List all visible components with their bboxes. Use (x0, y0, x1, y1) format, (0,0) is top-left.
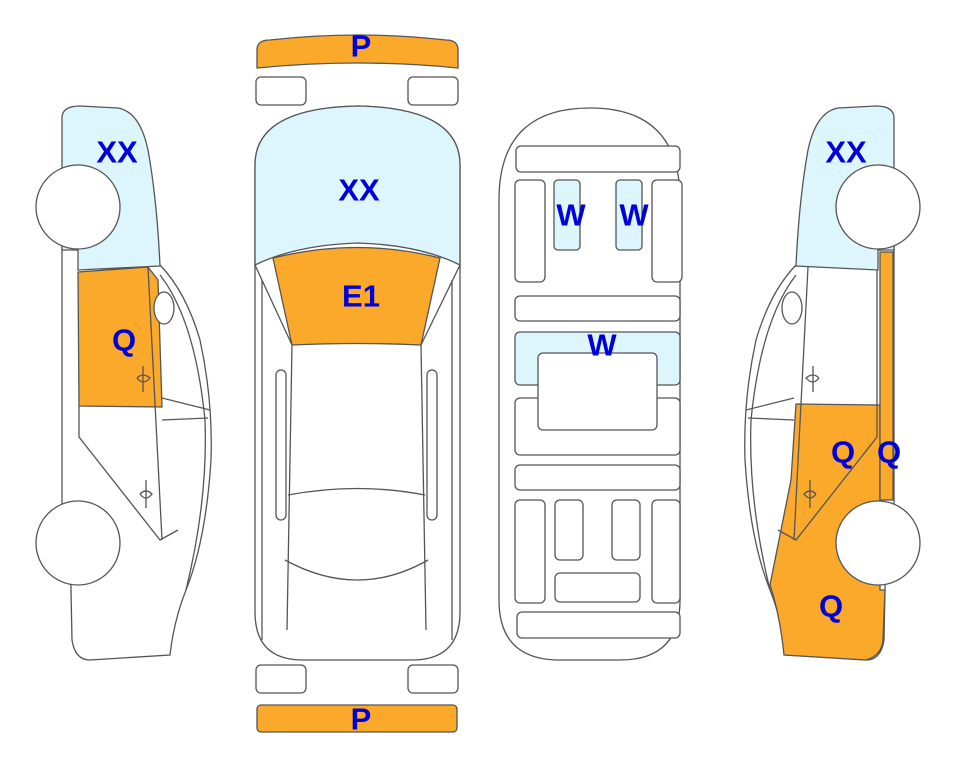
right-pillar[interactable] (879, 251, 894, 501)
underside-panel (651, 179, 683, 283)
underside-panel (514, 464, 681, 491)
rear-bumper[interactable] (256, 704, 458, 733)
damage-label: W (556, 198, 586, 233)
left-side-view: XX Q (35, 105, 212, 661)
underside-panel (515, 145, 681, 173)
underside-panel (554, 572, 641, 603)
damage-label: XX (825, 135, 867, 170)
underside-left-panel[interactable] (553, 179, 581, 251)
front-bumper[interactable] (256, 34, 459, 69)
underside-panel (651, 499, 681, 604)
damage-label: Q (819, 589, 843, 624)
front-right-light (407, 76, 459, 106)
damage-label: W (619, 198, 649, 233)
underside-panel (611, 499, 641, 561)
left-mirror (153, 291, 175, 325)
damage-label: Q (831, 435, 855, 470)
top-body-lines (254, 264, 461, 640)
rear-right-light (407, 664, 459, 694)
underside-panel (554, 499, 584, 561)
right-window (426, 369, 438, 521)
right-side-view: XX Q Q Q (744, 105, 921, 661)
door-handle-icon (803, 366, 820, 508)
damage-label: W (587, 328, 617, 363)
right-rear-wheel (835, 500, 921, 586)
underside-panel (537, 352, 658, 431)
damage-label: Q (112, 323, 136, 358)
right-mirror (781, 291, 803, 325)
damage-label: Q (877, 435, 901, 470)
right-rear-quarter[interactable] (769, 403, 886, 661)
underside-panel (514, 179, 546, 283)
hood[interactable] (254, 105, 461, 267)
door-handle-icon (136, 366, 153, 508)
rear-left-light (255, 664, 307, 694)
damage-label: XX (338, 173, 380, 208)
underside-panel (514, 295, 681, 322)
left-rear-wheel (35, 500, 121, 586)
right-body-lines (745, 266, 878, 591)
damage-label: E1 (342, 279, 380, 314)
damage-label: P (351, 702, 372, 737)
left-front-wheel (35, 164, 121, 250)
underside-panel (514, 499, 546, 604)
underside-panel (516, 611, 681, 639)
windshield[interactable] (272, 246, 441, 346)
front-left-light (255, 76, 307, 106)
left-body-lines (62, 266, 211, 591)
damage-label: P (351, 29, 372, 64)
top-view: P XX E1 P (254, 29, 461, 737)
underside-view: W W W (498, 107, 683, 661)
left-window (275, 369, 287, 521)
left-front-door[interactable] (77, 266, 163, 408)
damage-label: XX (96, 135, 138, 170)
underside-right-panel[interactable] (615, 179, 643, 251)
right-front-wheel (835, 164, 921, 250)
